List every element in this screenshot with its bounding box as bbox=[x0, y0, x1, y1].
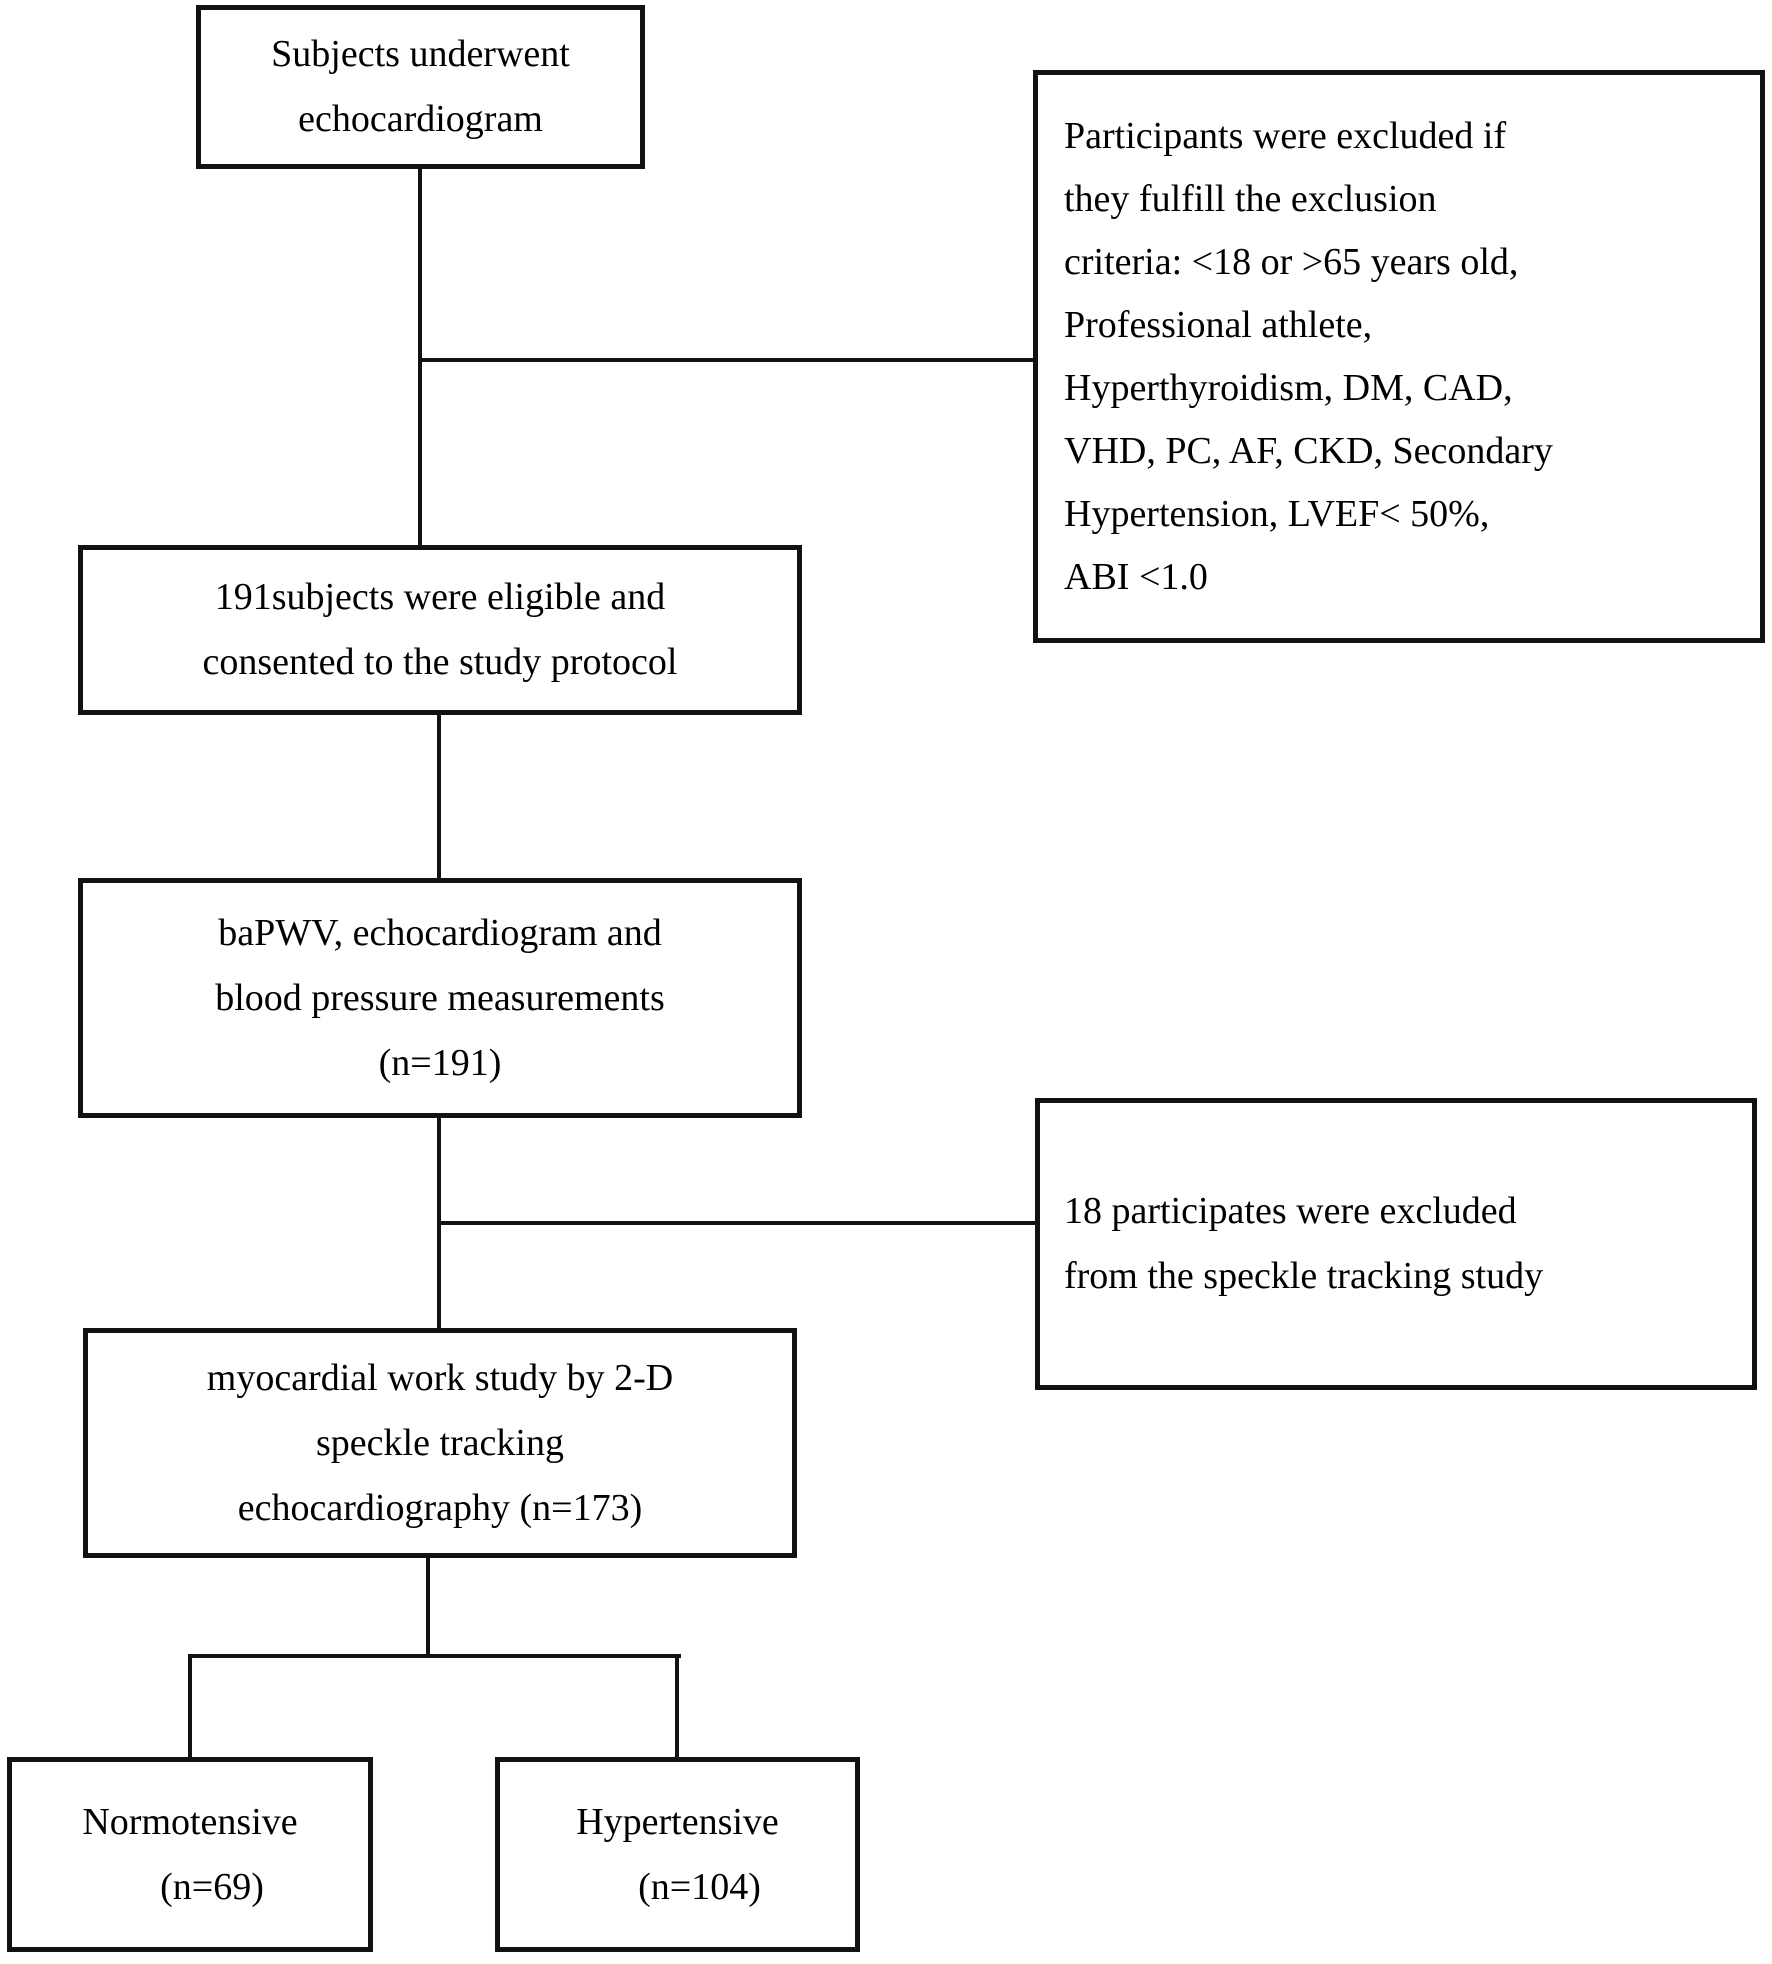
box-myocardial-line-2: speckle tracking bbox=[316, 1421, 564, 1464]
box-eligible-line-1: 191subjects were eligible and bbox=[214, 576, 666, 618]
box-eligible-line-2: consented to the study protocol bbox=[202, 641, 678, 683]
box-myocardial-line-3: echocardiography (n=173) bbox=[237, 1486, 643, 1529]
box-eligible-consented: 191subjects were eligible and consented … bbox=[78, 545, 802, 715]
box-bapwv-line-1: baPWV, echocardiogram and bbox=[218, 911, 662, 954]
box-normotensive-line-2: (n=69) bbox=[160, 1865, 264, 1908]
box-subjects-line-1: Subjects underwent bbox=[271, 33, 570, 75]
connector-myocardial-to-split bbox=[426, 1556, 430, 1658]
connector-split-bar bbox=[188, 1654, 681, 1658]
connector-branch-to-excluded-speckle bbox=[437, 1221, 1037, 1225]
connector-eligible-to-measurements bbox=[437, 713, 441, 880]
box-hypertensive-line-1: Hypertensive bbox=[576, 1800, 779, 1843]
box-excluded-from-speckle: 18 participates were excluded from the s… bbox=[1035, 1098, 1757, 1390]
box-exclusion-criteria-line-4: Professional athlete, bbox=[1064, 303, 1373, 346]
box-normotensive-group: Normotensive (n=69) bbox=[7, 1757, 373, 1952]
box-subjects-line-2: echocardiogram bbox=[298, 98, 543, 140]
box-myocardial-line-1: myocardial work study by 2-D bbox=[206, 1356, 674, 1399]
box-exclusion-criteria-line-1: Participants were excluded if bbox=[1064, 114, 1507, 157]
box-bapwv-measurements: baPWV, echocardiogram and blood pressure… bbox=[78, 878, 802, 1118]
box-exclusion-criteria-line-3: criteria: <18 or >65 years old, bbox=[1064, 240, 1519, 283]
box-excluded-speckle-line-2: from the speckle tracking study bbox=[1064, 1255, 1544, 1297]
box-exclusion-criteria-line-2: they fulfill the exclusion bbox=[1064, 177, 1437, 220]
box-exclusion-criteria-line-5: Hyperthyroidism, DM, CAD, bbox=[1064, 366, 1513, 409]
connector-branch-to-exclusion-criteria bbox=[418, 358, 1035, 362]
box-excluded-speckle-line-1: 18 participates were excluded bbox=[1064, 1190, 1517, 1232]
box-subjects-underwent-echocardiogram: Subjects underwent echocardiogram bbox=[196, 5, 645, 169]
box-bapwv-line-3: (n=191) bbox=[378, 1041, 502, 1084]
box-exclusion-criteria-line-7: Hypertension, LVEF< 50%, bbox=[1064, 492, 1490, 535]
box-exclusion-criteria: Participants were excluded if they fulfi… bbox=[1033, 70, 1765, 643]
connector-split-to-hypertensive bbox=[675, 1656, 679, 1759]
connector-split-to-normotensive bbox=[188, 1656, 192, 1759]
box-hypertensive-line-2: (n=104) bbox=[638, 1865, 761, 1908]
box-myocardial-work-study: myocardial work study by 2-D speckle tra… bbox=[83, 1328, 797, 1558]
box-bapwv-line-2: blood pressure measurements bbox=[215, 976, 665, 1019]
box-normotensive-line-1: Normotensive bbox=[82, 1800, 298, 1843]
box-exclusion-criteria-line-8: ABI <1.0 bbox=[1064, 555, 1208, 598]
box-exclusion-criteria-line-6: VHD, PC, AF, CKD, Secondary bbox=[1064, 429, 1553, 472]
box-hypertensive-group: Hypertensive (n=104) bbox=[495, 1757, 860, 1952]
